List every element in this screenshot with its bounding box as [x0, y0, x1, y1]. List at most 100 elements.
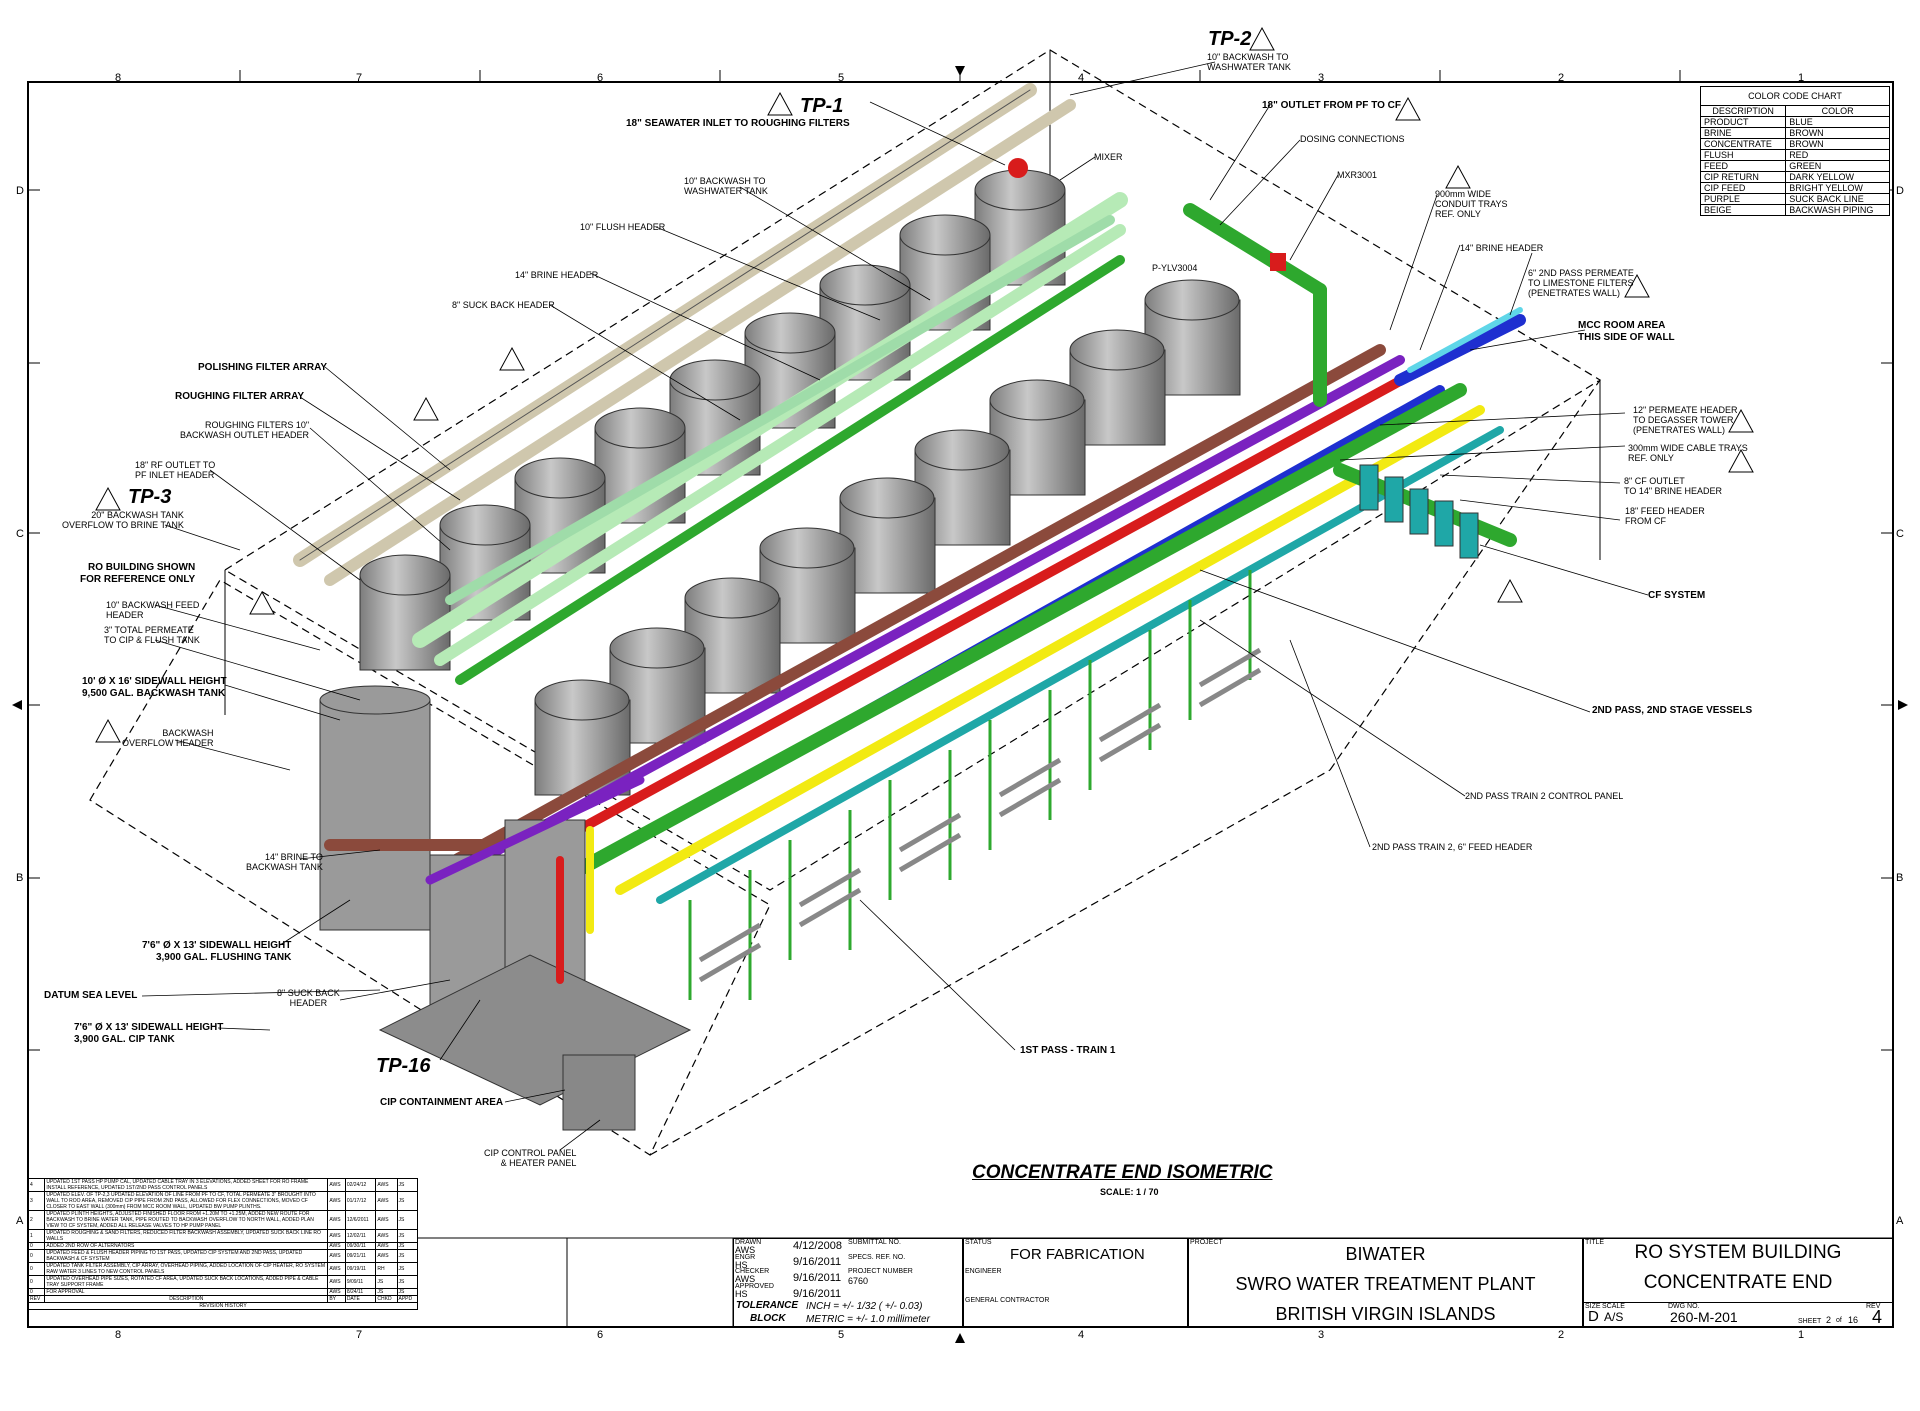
drawn-by: AWS: [735, 1245, 756, 1255]
label-tp3-note: 20" BACKWASH TANK OVERFLOW TO BRINE TANK: [62, 510, 184, 530]
label-first-pass: 1ST PASS - TRAIN 1: [1020, 1045, 1116, 1056]
project-number-label: PROJECT NUMBER: [848, 1268, 913, 1275]
rev-cell: 9/09/11: [344, 1275, 377, 1289]
rev-cell: JS: [375, 1288, 398, 1296]
grid-col-3: 3: [1318, 72, 1325, 84]
rev-cell: 0: [27, 1249, 46, 1263]
color-chart-desc: FEED: [1699, 160, 1787, 172]
rev-cell: 12/02/11: [344, 1229, 377, 1243]
label-mcc: MCC ROOM AREA THIS SIDE OF WALL: [1578, 320, 1675, 343]
rev-cell: UPDATED 1ST PASS HP PUMP CAL, UPDATED CA…: [44, 1178, 329, 1192]
grid-col-3-bottom: 3: [1318, 1329, 1325, 1341]
color-chart-header-desc: DESCRIPTION: [1699, 105, 1787, 117]
tag-tp2: TP-2: [1208, 28, 1252, 50]
rev-cell: 0: [27, 1262, 46, 1276]
rev-cell: UPDATED TANK FILTER ASSEMBLY, CIP ARRAY,…: [44, 1262, 329, 1276]
rev-cell: 02/24/12: [344, 1178, 377, 1192]
color-chart-color: BRIGHT YELLOW: [1785, 182, 1890, 194]
color-chart-color: DARK YELLOW: [1785, 171, 1890, 183]
rev-cell: JS: [396, 1191, 419, 1211]
label-cip-area: CIP CONTAINMENT AREA: [380, 1097, 504, 1108]
color-chart-color: GREEN: [1785, 160, 1890, 172]
rev-cell: FOR APPROVAL: [44, 1288, 329, 1296]
rev-cell: AWS: [327, 1191, 346, 1211]
rev-cell: AWS: [375, 1191, 398, 1211]
rev-cell: AWS: [327, 1288, 346, 1296]
color-chart-desc: BRINE: [1699, 127, 1787, 139]
dwg-row: [1583, 1302, 1893, 1327]
label-outlet-pf-cf: 18" OUTLET FROM PF TO CF: [1262, 100, 1402, 111]
color-chart-color: RED: [1785, 149, 1890, 161]
tag-tp16: TP-16: [376, 1055, 431, 1077]
grid-col-2-bottom: 2: [1558, 1329, 1565, 1341]
rev-header: REV: [27, 1295, 46, 1303]
label-brine-to-bw: 14" BRINE TO BACKWASH TANK: [246, 852, 323, 872]
color-chart-color: BLUE: [1785, 116, 1890, 128]
rev-cell: AWS: [327, 1262, 346, 1276]
color-chart-desc: CIP RETURN: [1699, 171, 1787, 183]
color-chart-color: BACKWASH PIPING: [1785, 204, 1890, 216]
status-label: STATUS: [965, 1239, 992, 1246]
rev-cell: JS: [396, 1262, 419, 1276]
status-value: FOR FABRICATION: [1010, 1246, 1145, 1263]
grid-col-7: 7: [356, 72, 363, 84]
label-polishing: POLISHING FILTER ARRAY: [198, 362, 328, 373]
rev-cell: AWS: [327, 1275, 346, 1289]
color-chart-color: SUCK BACK LINE: [1785, 193, 1890, 205]
grid-col-6: 6: [597, 72, 604, 84]
grid-col-1-bottom: 1: [1798, 1329, 1805, 1341]
label-flushing-tank: 7'6" Ø X 13' SIDEWALL HEIGHT 3,900 GAL. …: [142, 940, 292, 963]
rev-cell: AWS: [375, 1210, 398, 1230]
label-bw-feed: 10" BACKWASH FEED HEADER: [106, 600, 200, 620]
engineer-label: ENGINEER: [965, 1268, 1002, 1275]
color-chart-desc: CIP FEED: [1699, 182, 1787, 194]
rev-cell: AWS: [375, 1242, 398, 1250]
tag-tp1: TP-1: [800, 95, 844, 117]
label-cf-system: CF SYSTEM: [1648, 590, 1706, 601]
rev-cell: 01/17/12: [344, 1191, 377, 1211]
rev-cell: 4: [27, 1178, 46, 1192]
label-tp2-note: 10" BACKWASH TO WASHWATER TANK: [1207, 52, 1291, 72]
grid-col-5-bottom: 5: [838, 1329, 845, 1341]
grid-row-a-right: A: [1896, 1215, 1904, 1227]
sheet-value: 2: [1826, 1315, 1832, 1325]
project-line-2: SWRO WATER TREATMENT PLANT: [1235, 1274, 1536, 1294]
label-train2-feed: 2ND PASS TRAIN 2, 6" FEED HEADER: [1372, 842, 1533, 852]
rev-cell: 0: [27, 1242, 46, 1250]
drawn-label: DRAWN: [735, 1239, 762, 1246]
label-roughing-bw: ROUGHING FILTERS 10" BACKWASH OUTLET HEA…: [180, 420, 310, 440]
sheet-of: of: [1836, 1317, 1842, 1324]
engr-by: HS: [735, 1260, 748, 1270]
label-second-pass: 2ND PASS, 2ND STAGE VESSELS: [1592, 705, 1753, 716]
title-line-2: CONCENTRATE END: [1643, 1272, 1833, 1293]
label-permeate-12: 12" PERMEATE HEADER TO DEGASSER TOWER (P…: [1633, 405, 1738, 435]
label-brine-header-left: 14" BRINE HEADER: [515, 270, 599, 280]
project-number: 6760: [848, 1276, 869, 1286]
revision-history-label: REVISION HISTORY: [28, 1302, 418, 1310]
label-bw-overflow: BACKWASH OVERFLOW HEADER: [122, 728, 214, 748]
rev-cell: 0: [27, 1275, 46, 1289]
rev-cell: JS: [396, 1210, 419, 1230]
drawing-scale: SCALE: 1 / 70: [1100, 1187, 1159, 1197]
label-roughing: ROUGHING FILTER ARRAY: [175, 391, 305, 402]
rev-cell: 8/24/11: [344, 1288, 377, 1296]
approved-label: APPROVED: [735, 1283, 774, 1290]
rev-cell: JS: [396, 1288, 419, 1296]
rev-cell: AWS: [327, 1178, 346, 1192]
rev-header: APPD: [396, 1295, 419, 1303]
rev-cell: 09/21/11: [344, 1249, 377, 1263]
grid-row-b: B: [16, 872, 24, 884]
tag-tp3: TP-3: [128, 486, 172, 508]
approval-block: [733, 1238, 963, 1327]
label-permeate-2nd: 6" 2ND PASS PERMEATE TO LIMESTONE FILTER…: [1528, 268, 1634, 298]
checked-date: 9/16/2011: [793, 1272, 842, 1284]
color-chart-desc: PRODUCT: [1699, 116, 1787, 128]
project-line-1: BIWATER: [1345, 1244, 1426, 1264]
sheet-label: SHEET: [1798, 1318, 1822, 1325]
rev-header: BY: [327, 1295, 346, 1303]
